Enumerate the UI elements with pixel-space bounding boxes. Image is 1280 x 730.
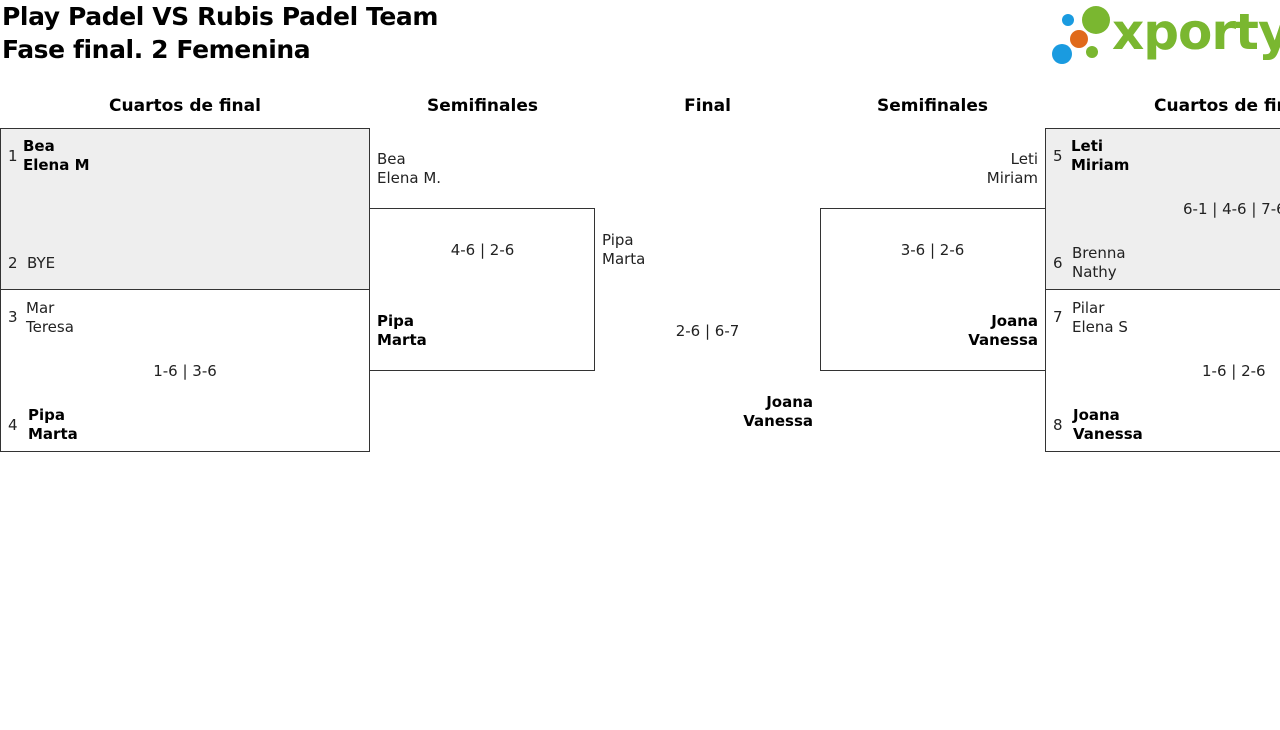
match-score: 1-6 | 3-6 — [153, 362, 217, 380]
player-name: Vanessa — [1073, 425, 1143, 443]
match-box-right-qf1[interactable] — [1045, 128, 1280, 290]
player-name: Brenna — [1072, 244, 1126, 262]
column-header-qf-right: Cuartos de final — [1154, 96, 1280, 116]
team-right-sf-b[interactable]: Joana Vanessa — [840, 312, 1038, 350]
seed-number: 6 — [1053, 254, 1063, 272]
bye-label: BYE — [27, 254, 56, 272]
seed-number: 7 — [1053, 308, 1063, 326]
xporty-logo[interactable]: xporty — [1050, 3, 1280, 68]
match-score: 4-6 | 2-6 — [450, 241, 515, 259]
player-name: Miriam — [986, 169, 1038, 187]
match-box-left-sf[interactable] — [369, 208, 595, 371]
player-name: Elena M. — [377, 169, 442, 187]
team-right-qf1-a[interactable]: Leti Miriam — [1071, 137, 1129, 175]
match-score: 6-1 | 4-6 | 7-6 — [1183, 200, 1280, 218]
player-name: Marta — [28, 425, 78, 443]
match-score: 1-6 | 2-6 — [1202, 362, 1266, 380]
match-box-left-qf1[interactable] — [0, 128, 370, 290]
player-name: Bea — [377, 150, 406, 168]
column-header-sf-left: Semifinales — [427, 96, 538, 116]
team-left-sf-b[interactable]: Pipa Marta — [377, 312, 427, 350]
team-final-a[interactable]: Pipa Marta — [602, 231, 645, 269]
match-box-right-qf2[interactable] — [1045, 289, 1280, 452]
player-name: Miriam — [1071, 156, 1130, 174]
seed-number: 2 — [8, 254, 18, 272]
player-name: Pipa — [28, 406, 65, 424]
player-name: Vanessa — [743, 412, 813, 430]
player-name: Joana — [766, 393, 813, 411]
seed-number: 4 — [8, 416, 18, 434]
column-header-qf-left: Cuartos de final — [109, 96, 261, 116]
team-final-b[interactable]: Joana Vanessa — [620, 393, 813, 431]
player-name: Marta — [602, 250, 646, 268]
page-subtitle: Fase final. 2 Femenina — [2, 35, 311, 64]
player-name: Elena S — [1072, 318, 1128, 336]
column-header-sf-right: Semifinales — [877, 96, 988, 116]
team-left-sf-a[interactable]: Bea Elena M. — [377, 150, 441, 188]
seed-number: 3 — [8, 308, 18, 326]
team-left-qf1-a[interactable]: Bea Elena M — [23, 137, 90, 175]
team-left-qf2-b[interactable]: Pipa Marta — [28, 406, 78, 444]
team-left-qf1-b: BYE — [27, 254, 55, 273]
team-right-sf-a[interactable]: Leti Miriam — [840, 150, 1038, 188]
team-right-qf2-b[interactable]: Joana Vanessa — [1073, 406, 1143, 444]
logo-dot-orange — [1070, 30, 1088, 48]
player-name: Joana — [1073, 406, 1120, 424]
logo-dot-green-large — [1082, 6, 1110, 34]
column-header-final: Final — [684, 96, 731, 116]
team-right-qf1-b[interactable]: Brenna Nathy — [1072, 244, 1126, 282]
page-title: Play Padel VS Rubis Padel Team — [2, 2, 439, 31]
player-name: Leti — [1010, 150, 1038, 168]
team-left-qf2-a[interactable]: Mar Teresa — [26, 299, 74, 337]
logo-dot-green-small — [1086, 46, 1098, 58]
player-name: Mar — [26, 299, 55, 317]
player-name: Bea — [23, 137, 55, 155]
seed-number: 8 — [1053, 416, 1063, 434]
player-name: Marta — [377, 331, 427, 349]
logo-dot-blue-large — [1052, 44, 1072, 64]
final-score: 2-6 | 6-7 — [675, 322, 740, 340]
player-name: Leti — [1071, 137, 1104, 155]
player-name: Teresa — [26, 318, 74, 336]
player-name: Nathy — [1072, 263, 1117, 281]
player-name: Pipa — [377, 312, 414, 330]
seed-number: 1 — [8, 147, 18, 165]
logo-dot-blue-small — [1062, 14, 1074, 26]
player-name: Joana — [991, 312, 1038, 330]
logo-text: xporty — [1112, 3, 1280, 61]
player-name: Elena M — [23, 156, 90, 174]
team-right-qf2-a[interactable]: Pilar Elena S — [1072, 299, 1128, 337]
player-name: Vanessa — [968, 331, 1038, 349]
seed-number: 5 — [1053, 147, 1063, 165]
player-name: Pipa — [602, 231, 634, 249]
match-score: 3-6 | 2-6 — [900, 241, 965, 259]
player-name: Pilar — [1072, 299, 1105, 317]
